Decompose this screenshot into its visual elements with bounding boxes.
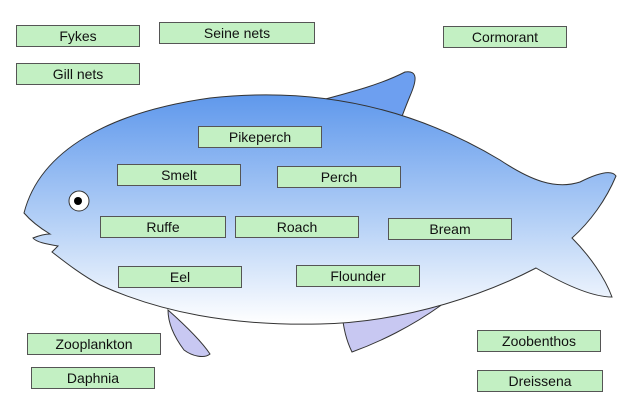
label-roach: Roach bbox=[235, 216, 359, 238]
label-seine-nets: Seine nets bbox=[159, 22, 315, 44]
label-smelt: Smelt bbox=[117, 164, 241, 186]
label-zoobenthos: Zoobenthos bbox=[477, 330, 601, 352]
label-daphnia: Daphnia bbox=[31, 367, 155, 389]
label-flounder: Flounder bbox=[296, 265, 420, 287]
label-ruffe: Ruffe bbox=[100, 216, 226, 238]
label-dreissena: Dreissena bbox=[477, 370, 603, 392]
label-cormorant: Cormorant bbox=[443, 26, 567, 48]
label-pikeperch: Pikeperch bbox=[198, 126, 322, 148]
label-gill-nets: Gill nets bbox=[16, 63, 140, 85]
pelvic-fin bbox=[167, 308, 211, 358]
label-eel: Eel bbox=[118, 266, 242, 288]
label-bream: Bream bbox=[388, 218, 512, 240]
label-perch: Perch bbox=[277, 166, 401, 188]
label-fykes: Fykes bbox=[16, 25, 140, 47]
label-zooplankton: Zooplankton bbox=[27, 333, 161, 355]
